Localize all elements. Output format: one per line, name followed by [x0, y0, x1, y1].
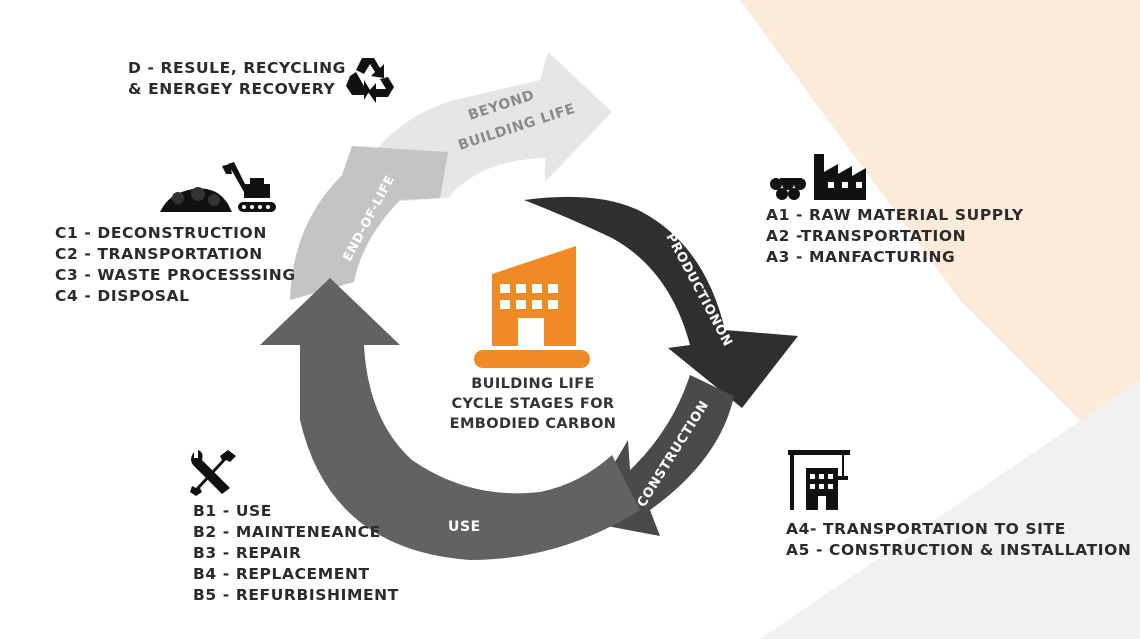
stage-a45-item: A4- TRANSPORTATION TO SITE [786, 520, 1066, 538]
stage-c-item: C4 - DISPOSAL [55, 287, 190, 305]
recycle-icon [346, 58, 394, 103]
stage-d-item: D - RESULE, RECYCLING [128, 59, 346, 77]
stage-a13-item: A2 -TRANSPORTATION [766, 227, 967, 245]
stage-a45-label: A4- TRANSPORTATION TO SITE A5 - CONSTRUC… [786, 519, 1131, 561]
stage-a13-label: A1 - RAW MATERIAL SUPPLY A2 -TRANSPORTAT… [766, 205, 1024, 268]
use-label: USE [448, 519, 481, 535]
stage-c-label: C1 - DECONSTRUCTION C2 - TRANSPORTATION … [55, 223, 296, 307]
production-arrow [524, 196, 798, 408]
building-icon [474, 246, 590, 368]
background-peach-band [740, 0, 1140, 480]
end-of-life-arrow [290, 146, 448, 300]
center-title-line: CYCLE STAGES FOR [451, 396, 615, 412]
stage-b-item: B1 - USE [193, 502, 272, 520]
stage-b-item: B4 - REPLACEMENT [193, 565, 370, 583]
center-title-line: BUILDING LIFE [471, 376, 595, 392]
factory-icon [770, 154, 866, 200]
stage-c-item: C3 - WASTE PROCESSSING [55, 266, 296, 284]
stage-a13-item: A1 - RAW MATERIAL SUPPLY [766, 206, 1024, 224]
stage-b-item: B3 - REPAIR [193, 544, 302, 562]
stage-d-item: & ENERGEY RECOVERY [128, 80, 336, 98]
stage-a13-item: A3 - MANFACTURING [766, 248, 956, 266]
stage-b-item: B5 - REFURBISHIMENT [193, 586, 399, 604]
stage-b-item: B2 - MAINTENEANCE [193, 523, 381, 541]
stage-d-label: D - RESULE, RECYCLING & ENERGEY RECOVERY [128, 58, 346, 100]
stage-c-item: C1 - DECONSTRUCTION [55, 224, 267, 242]
excavator-icon [160, 162, 276, 212]
center-title: BUILDING LIFE CYCLE STAGES FOR EMBODIED … [430, 374, 636, 434]
background-grey-band [760, 380, 1140, 639]
stage-a45-item: A5 - CONSTRUCTION & INSTALLATION [786, 541, 1132, 559]
stage-b-label: B1 - USE B2 - MAINTENEANCE B3 - REPAIR B… [193, 501, 399, 606]
use-arrow [260, 278, 640, 560]
center-title-line: EMBODIED CARBON [449, 416, 617, 432]
stage-c-item: C2 - TRANSPORTATION [55, 245, 263, 263]
crane-building-icon [788, 450, 850, 510]
tools-icon [190, 450, 236, 496]
